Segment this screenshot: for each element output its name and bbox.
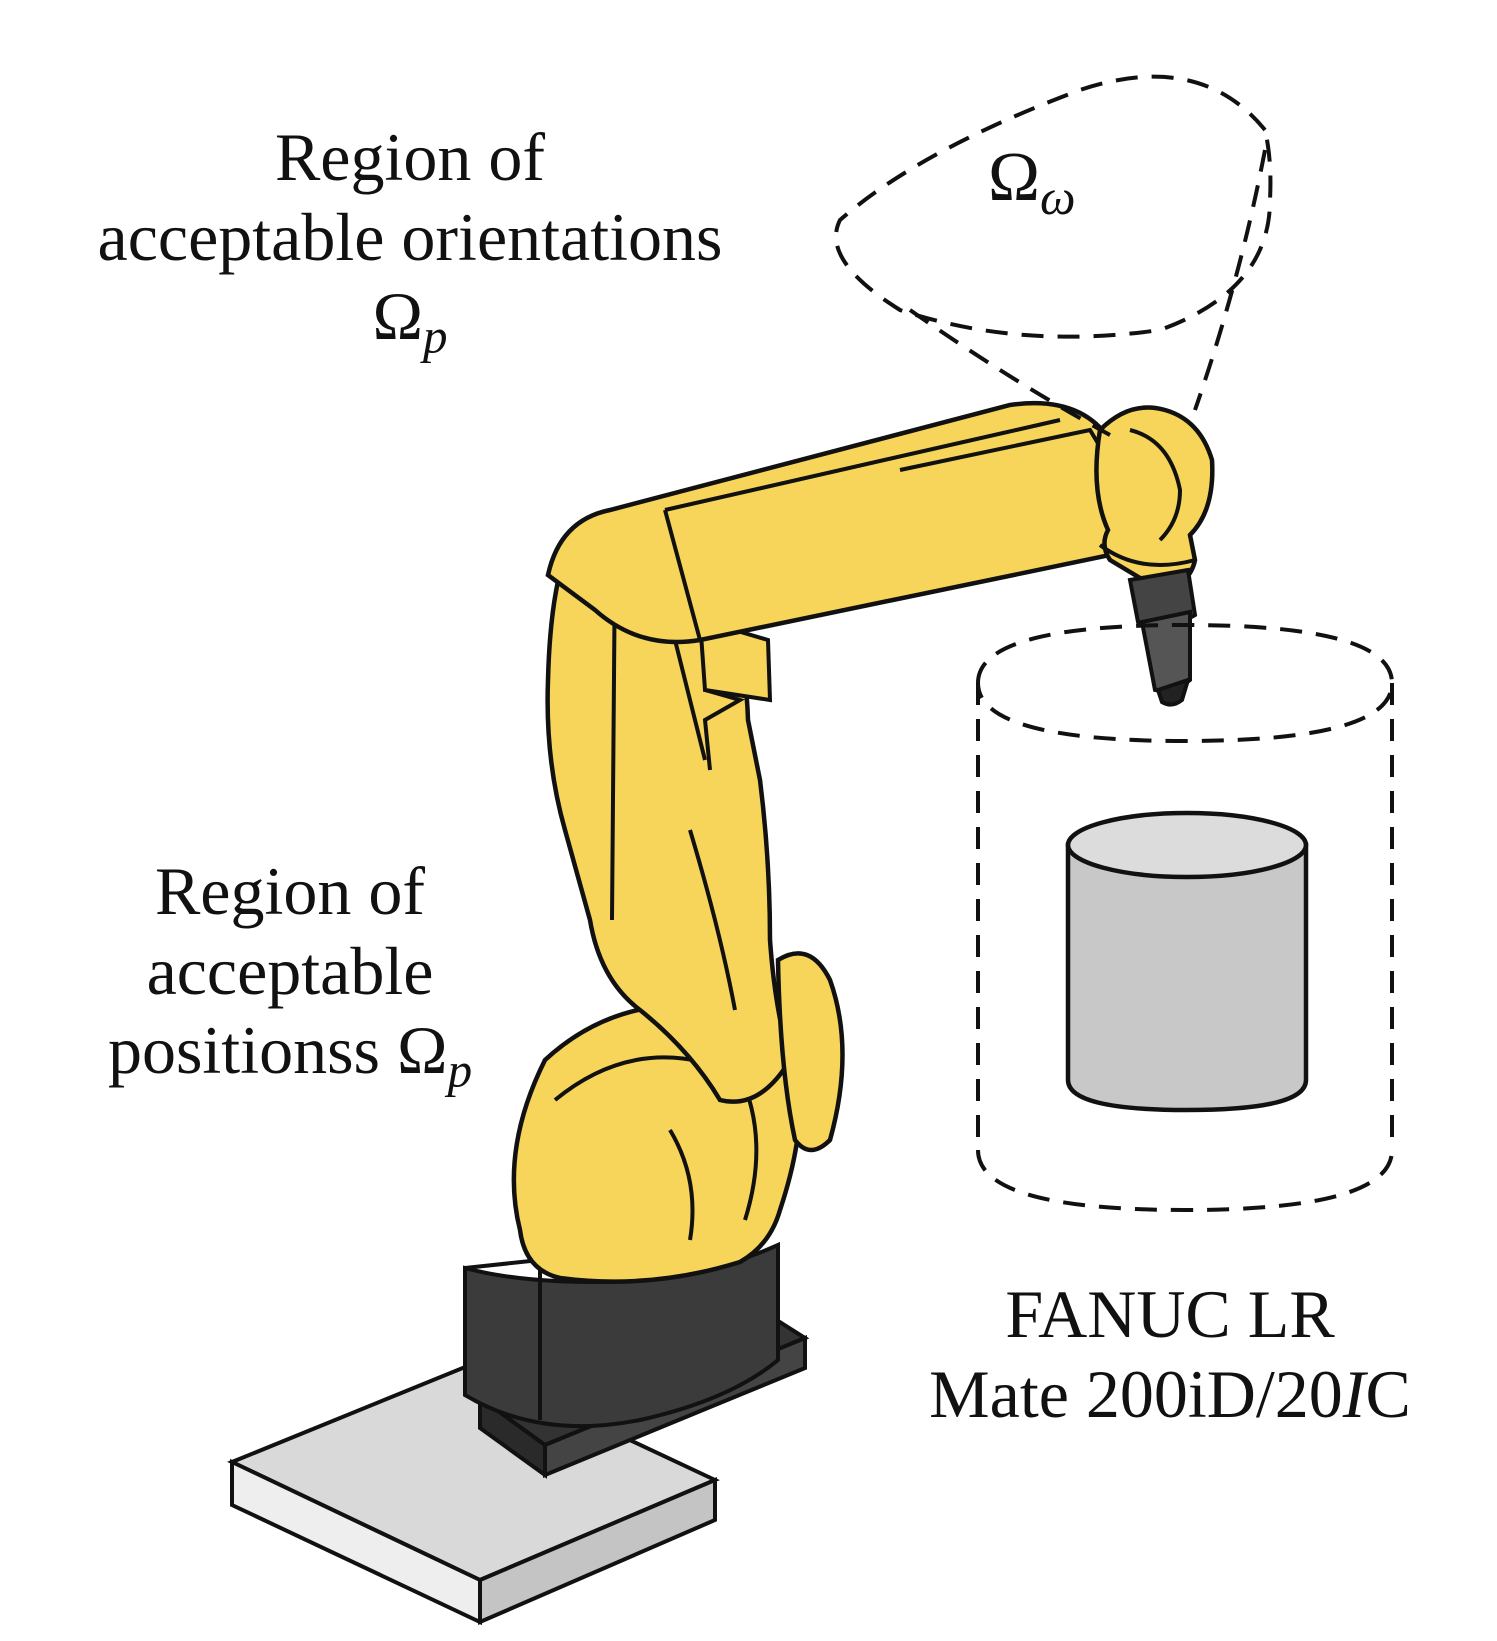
omega-omega-label: Ωω xyxy=(988,138,1076,226)
omega-w-subscript: ω xyxy=(1040,169,1076,226)
positions-omega-subscript: p xyxy=(447,1042,473,1098)
orientations-symbol-line: Ωp xyxy=(40,277,780,365)
end-effector-tool xyxy=(1127,567,1198,707)
robot-model-line1: FANUC LR xyxy=(1005,1276,1335,1352)
orientations-label: Region of acceptable orientations Ωp xyxy=(40,118,780,365)
robot-model-line2-italic: I xyxy=(1342,1355,1366,1432)
position-region-cylinder xyxy=(975,622,1395,1213)
robot-model-line2-suffix: C xyxy=(1365,1355,1411,1432)
base-plate xyxy=(227,1362,720,1626)
robot-model-label: FANUC LR Mate 200iD/20IC xyxy=(850,1275,1490,1434)
robot-pedestal xyxy=(463,1241,810,1479)
orientations-omega-symbol: Ω xyxy=(372,278,424,355)
robot-forearm xyxy=(545,400,1215,645)
positions-line3-text: positionss Ω xyxy=(107,1012,448,1089)
target-object xyxy=(1065,810,1309,1113)
positions-line2: acceptable xyxy=(146,932,434,1009)
orientations-line1: Region of xyxy=(274,119,546,195)
robot-model-line2: Mate 200iD/20IC xyxy=(850,1355,1490,1435)
orientations-omega-subscript: p xyxy=(423,308,448,364)
positions-line1: Region of xyxy=(154,853,426,929)
positions-line3: positionss Ωp xyxy=(30,1011,550,1099)
orientation-cone xyxy=(834,74,1273,437)
orientations-line2: acceptable orientations xyxy=(97,198,723,275)
positions-label: Region of acceptable positionss Ωp xyxy=(30,852,550,1099)
omega-w-symbol: Ω xyxy=(988,139,1041,216)
robot-model-line2-prefix: Mate 200iD/20 xyxy=(929,1355,1343,1432)
